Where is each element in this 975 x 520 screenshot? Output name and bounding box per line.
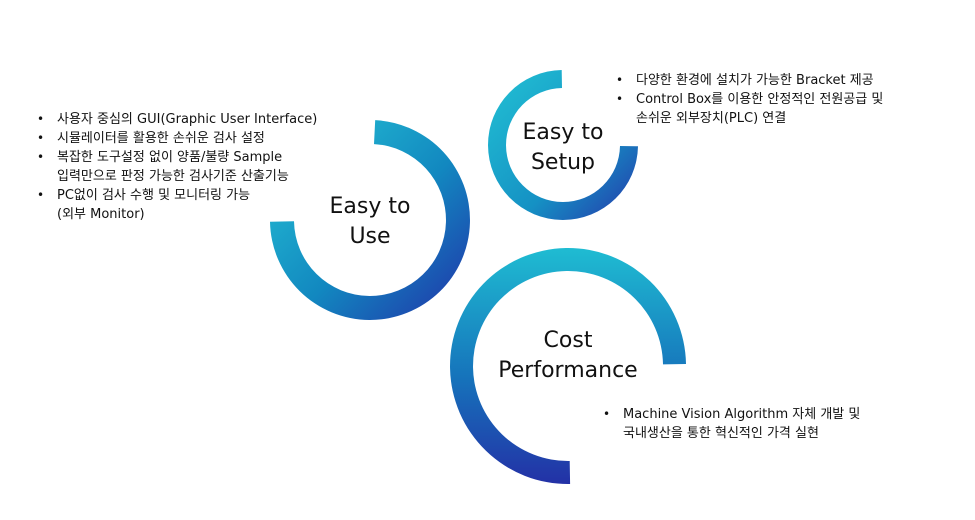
ring-cost-line2: Performance <box>498 358 638 383</box>
bullet-text: 사용자 중심의 GUI(Graphic User Interface) <box>57 112 318 127</box>
bullet-item: 시뮬레이터를 활용한 손쉬운 검사 설정 <box>35 129 317 148</box>
bullet-item: 다양한 환경에 설치가 가능한 Bracket 제공 <box>614 71 883 90</box>
bullet-continuation: 국내생산을 통한 혁신적인 가격 실현 <box>623 426 819 441</box>
bullet-text: Machine Vision Algorithm 자체 개발 및 <box>623 407 861 422</box>
bullet-item: 사용자 중심의 GUI(Graphic User Interface) <box>35 110 317 129</box>
bullet-text: 복잡한 도구설정 없이 양품/불량 Sample <box>57 150 283 165</box>
bullet-list-use: 사용자 중심의 GUI(Graphic User Interface) 시뮬레이… <box>35 110 317 224</box>
ring-label-setup: Easy to Setup <box>503 118 623 178</box>
ring-label-use: Easy to Use <box>310 192 430 252</box>
bullet-text: 다양한 환경에 설치가 가능한 Bracket 제공 <box>636 73 874 88</box>
bullet-continuation: 입력만으로 판정 가능한 검사기준 산출기능 <box>57 169 289 184</box>
ring-use-line2: Use <box>349 224 391 249</box>
bullet-text: Control Box를 이용한 안정적인 전원공급 및 <box>636 92 884 107</box>
ring-use-line1: Easy to <box>329 194 411 219</box>
ring-setup-line1: Easy to <box>522 120 604 145</box>
bullet-text: 시뮬레이터를 활용한 손쉬운 검사 설정 <box>57 131 265 146</box>
bullet-list-setup: 다양한 환경에 설치가 가능한 Bracket 제공 Control Box를 … <box>614 71 883 128</box>
bullet-continuation: 손쉬운 외부장치(PLC) 연결 <box>636 111 787 126</box>
bullet-text: PC없이 검사 수행 및 모니터링 가능 <box>57 188 251 203</box>
ring-label-cost: Cost Performance <box>488 326 648 386</box>
bullet-item: PC없이 검사 수행 및 모니터링 가능 (외부 Monitor) <box>35 186 317 224</box>
bullet-continuation: (외부 Monitor) <box>57 207 145 222</box>
bullet-item: Control Box를 이용한 안정적인 전원공급 및 손쉬운 외부장치(PL… <box>614 90 883 128</box>
bullet-item: Machine Vision Algorithm 자체 개발 및 국내생산을 통… <box>601 405 860 443</box>
bullet-item: 복잡한 도구설정 없이 양품/불량 Sample 입력만으로 판정 가능한 검사… <box>35 148 317 186</box>
bullet-list-cost: Machine Vision Algorithm 자체 개발 및 국내생산을 통… <box>601 405 860 443</box>
ring-cost-line1: Cost <box>543 328 593 353</box>
ring-setup-line2: Setup <box>530 150 596 175</box>
